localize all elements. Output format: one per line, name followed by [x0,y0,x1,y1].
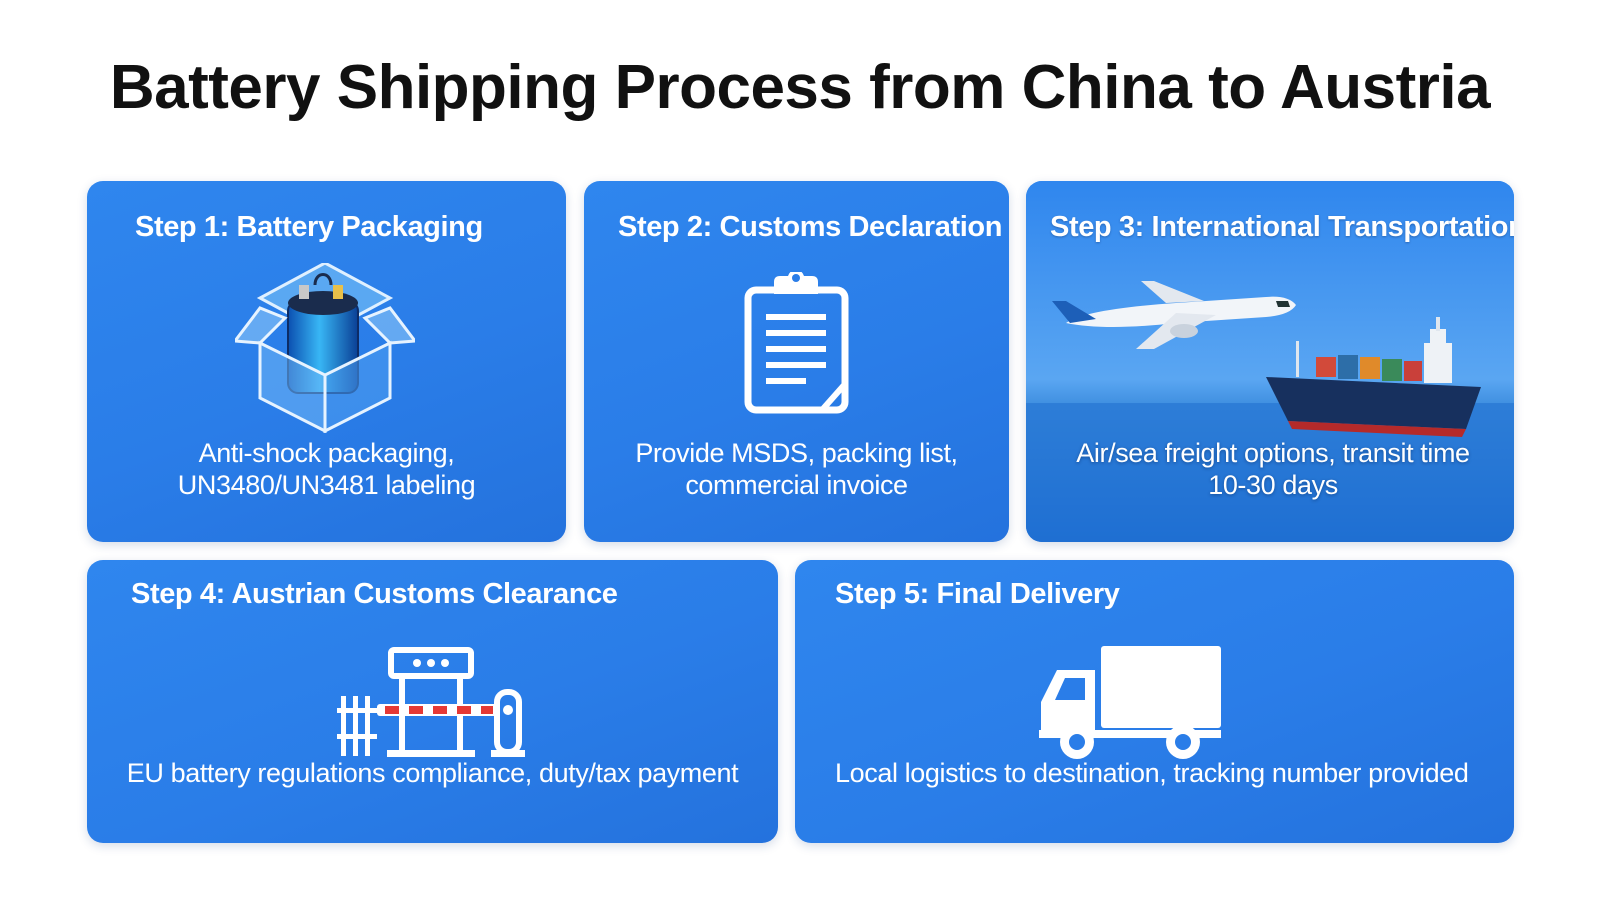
step-4-description: EU battery regulations compliance, duty/… [126,758,739,788]
step-5-card: Step 5: Final Delivery Local logistics t… [795,560,1514,843]
airplane-icon [1052,281,1296,349]
step-2-card: Step 2: Customs Declaration Provide MSDS… [584,181,1009,542]
step-3-description: Air/sea freight options, transit time 10… [1076,438,1470,500]
page-title: Battery Shipping Process from China to A… [109,53,1491,122]
clipboard-icon [744,272,849,414]
step-3-title: Step 3: International Transportation [1050,211,1514,243]
airplane-and-cargo-ship-image [1026,181,1514,542]
cargo-ship-icon [1266,317,1481,437]
step-4-card: Step 4: Austrian Customs Clearance EU ba… [87,560,778,843]
step-5-description: Local logistics to destination, tracking… [835,758,1469,788]
battery-in-box-icon [235,263,415,433]
step-1-card: Step 1: Battery Packaging Anti-shock pac… [87,181,566,542]
step-1-title: Step 1: Battery Packaging [135,211,483,243]
step-2-description: Provide MSDS, packing list, commercial i… [635,438,958,500]
step-5-title: Step 5: Final Delivery [835,578,1120,610]
delivery-truck-icon [1039,646,1221,759]
customs-checkpoint-icon [337,647,525,757]
step-4-title: Step 4: Austrian Customs Clearance [131,578,618,610]
step-2-title: Step 2: Customs Declaration [618,211,1003,243]
step-3-card: Step 3: International Transportation Air… [1026,181,1514,542]
step-1-description: Anti-shock packaging, UN3480/UN3481 labe… [177,438,476,500]
